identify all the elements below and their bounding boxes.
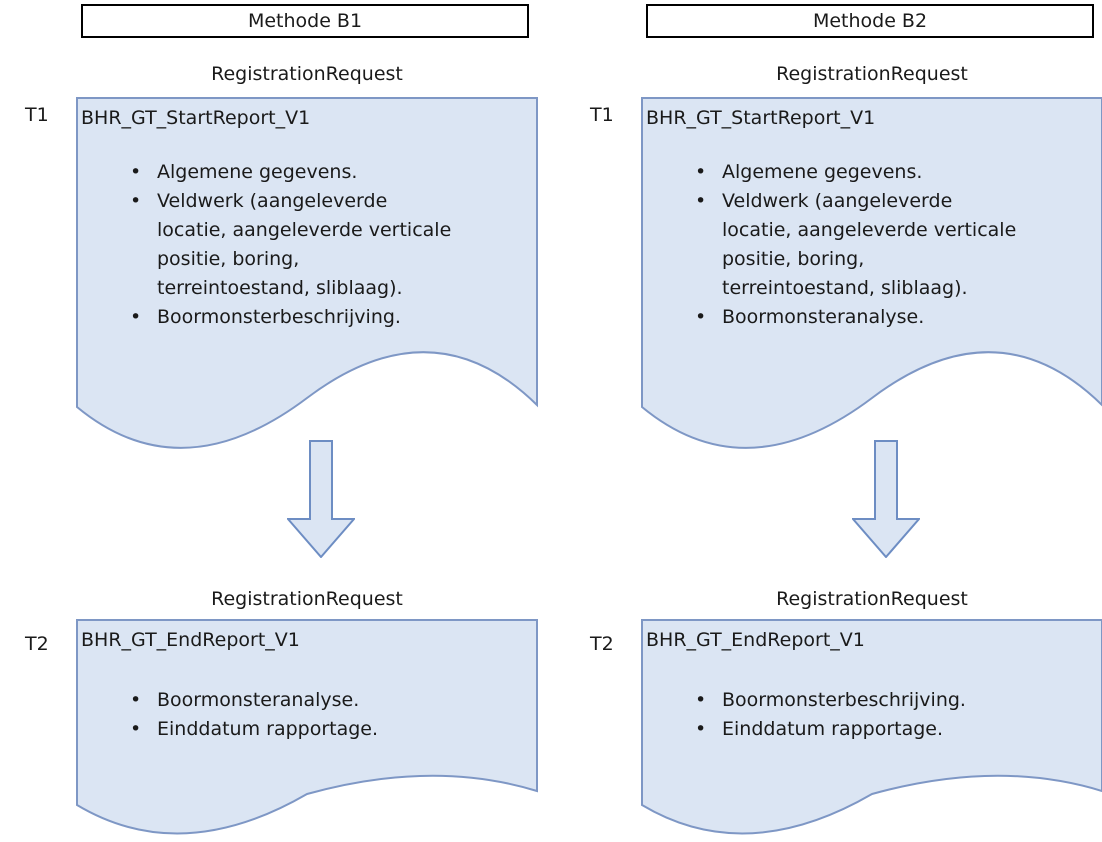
document-bullet-list: Algemene gegevens. Veldwerk (aangeleverd…: [695, 158, 1020, 332]
document-bullet-list: Boormonsteranalyse. Einddatum rapportage…: [130, 686, 455, 744]
document-content: BHR_GT_StartReport_V1 Algemene gegevens.…: [641, 97, 1102, 332]
method-header-label: Methode B2: [812, 10, 928, 32]
document-title: BHR_GT_StartReport_V1: [646, 107, 876, 129]
down-arrow-icon: [287, 440, 355, 558]
registration-request-label: RegistrationRequest: [211, 63, 403, 85]
document-content: BHR_GT_EndReport_V1 Boormonsterbeschrijv…: [641, 619, 1102, 744]
registration-request-label: RegistrationRequest: [776, 63, 968, 85]
document-bullet-list: Boormonsterbeschrijving. Einddatum rappo…: [695, 686, 1020, 744]
document-bullet-list: Algemene gegevens. Veldwerk (aangeleverd…: [130, 158, 455, 332]
bullet-item: Einddatum rapportage.: [695, 715, 1020, 744]
bullet-item: Veldwerk (aangeleverde locatie, aangelev…: [695, 187, 1020, 303]
document-shape-end-report: BHR_GT_EndReport_V1 Boormonsteranalyse. …: [76, 619, 538, 837]
registration-request-label: RegistrationRequest: [776, 588, 968, 610]
bullet-item: Boormonsterbeschrijving.: [130, 303, 455, 332]
time-label-t1: T1: [590, 104, 614, 126]
method-column-b2: Methode B2 RegistrationRequest T1 BHR_GT…: [590, 0, 1102, 842]
method-column-b1: Methode B1 RegistrationRequest T1 BHR_GT…: [25, 0, 538, 842]
bullet-item: Algemene gegevens.: [695, 158, 1020, 187]
method-header: Methode B1: [81, 4, 529, 38]
method-header: Methode B2: [646, 4, 1094, 38]
document-content: BHR_GT_StartReport_V1 Algemene gegevens.…: [76, 97, 538, 332]
time-label-t2: T2: [25, 633, 49, 655]
document-title: BHR_GT_EndReport_V1: [81, 629, 300, 651]
document-shape-start-report: BHR_GT_StartReport_V1 Algemene gegevens.…: [641, 97, 1102, 459]
document-title: BHR_GT_StartReport_V1: [81, 107, 311, 129]
time-label-t1: T1: [25, 104, 49, 126]
bullet-item: Boormonsterbeschrijving.: [695, 686, 1020, 715]
method-header-label: Methode B1: [247, 10, 363, 32]
document-shape-start-report: BHR_GT_StartReport_V1 Algemene gegevens.…: [76, 97, 538, 459]
time-label-t2: T2: [590, 633, 614, 655]
document-shape-end-report: BHR_GT_EndReport_V1 Boormonsterbeschrijv…: [641, 619, 1102, 837]
document-title: BHR_GT_EndReport_V1: [646, 629, 865, 651]
down-arrow-icon: [852, 440, 920, 558]
bullet-item: Veldwerk (aangeleverde locatie, aangelev…: [130, 187, 455, 303]
registration-request-label: RegistrationRequest: [211, 588, 403, 610]
bullet-item: Boormonsteranalyse.: [130, 686, 455, 715]
bullet-item: Boormonsteranalyse.: [695, 303, 1020, 332]
document-content: BHR_GT_EndReport_V1 Boormonsteranalyse. …: [76, 619, 538, 744]
bullet-item: Algemene gegevens.: [130, 158, 455, 187]
bullet-item: Einddatum rapportage.: [130, 715, 455, 744]
